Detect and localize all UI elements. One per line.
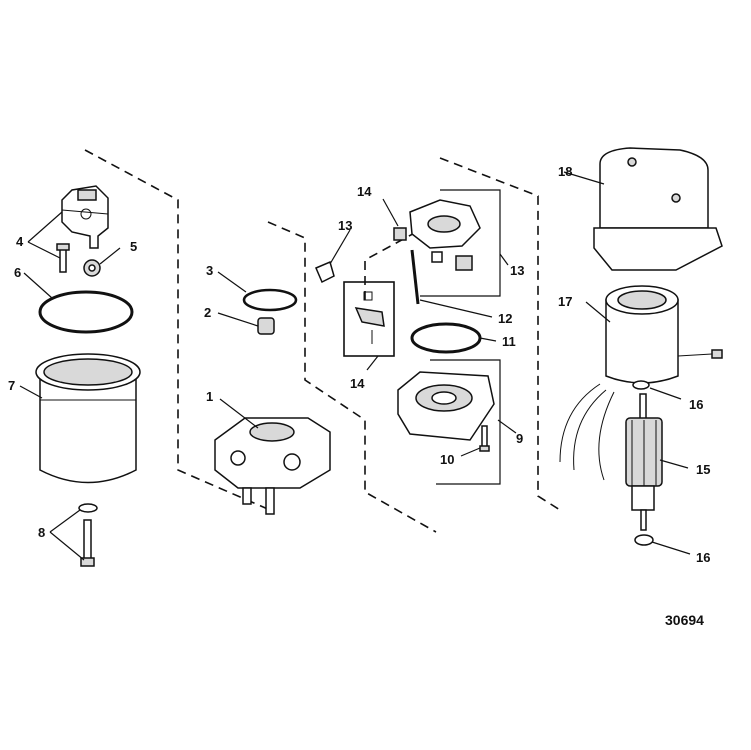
callout-14-lower: 14: [350, 376, 365, 391]
figure-number: 30694: [665, 612, 704, 628]
fitting-part-2: [257, 317, 275, 335]
callout-18: 18: [558, 164, 572, 179]
reservoir-part-7: [35, 353, 141, 484]
screw-part-8: [78, 503, 98, 567]
callout-14-upper: 14: [357, 184, 372, 199]
spring-inset-part-14: [343, 281, 395, 357]
callout-15: 15: [696, 462, 710, 477]
brush-plate-part-13: [409, 189, 501, 297]
field-frame-part-17: [559, 285, 723, 481]
callout-2: 2: [204, 305, 211, 320]
washer-part-16-lower: [634, 534, 654, 546]
callout-1: 1: [206, 389, 213, 404]
callout-16-upper: 16: [689, 397, 703, 412]
callout-17: 17: [558, 294, 572, 309]
callout-4: 4: [16, 234, 24, 249]
leader-lines: [19, 171, 691, 561]
motor-cover-part-18: [593, 147, 723, 271]
callout-13-right: 13: [510, 263, 524, 278]
screw-part-10: [479, 425, 490, 452]
washer-part-16-upper: [632, 380, 650, 390]
callout-labels: 18 17 16 15 16 14 13 13 12 11 14 9 10 1 …: [8, 164, 710, 565]
callout-16-lower: 16: [696, 550, 710, 565]
callout-11: 11: [502, 334, 516, 349]
armature-part-15: [625, 393, 663, 531]
o-ring-part-11: [410, 322, 482, 354]
pump-body-part-1: [214, 417, 331, 515]
callout-13-left: 13: [338, 218, 352, 233]
brush-part-14: [393, 227, 407, 241]
callout-5: 5: [130, 239, 137, 254]
screw-part-12: [410, 249, 420, 305]
callout-10: 10: [440, 452, 454, 467]
housing-part-9: [397, 359, 501, 485]
callout-6: 6: [14, 265, 21, 280]
callout-12: 12: [498, 311, 512, 326]
nut-part-5: [83, 259, 101, 277]
valve-body-part-4: [56, 185, 109, 273]
callout-7: 7: [8, 378, 15, 393]
o-ring-part-6: [38, 290, 134, 334]
o-ring-part-3: [242, 288, 298, 312]
callout-9: 9: [516, 431, 523, 446]
callout-3: 3: [206, 263, 213, 278]
clip-part-13: [315, 260, 335, 284]
callout-8: 8: [38, 525, 45, 540]
